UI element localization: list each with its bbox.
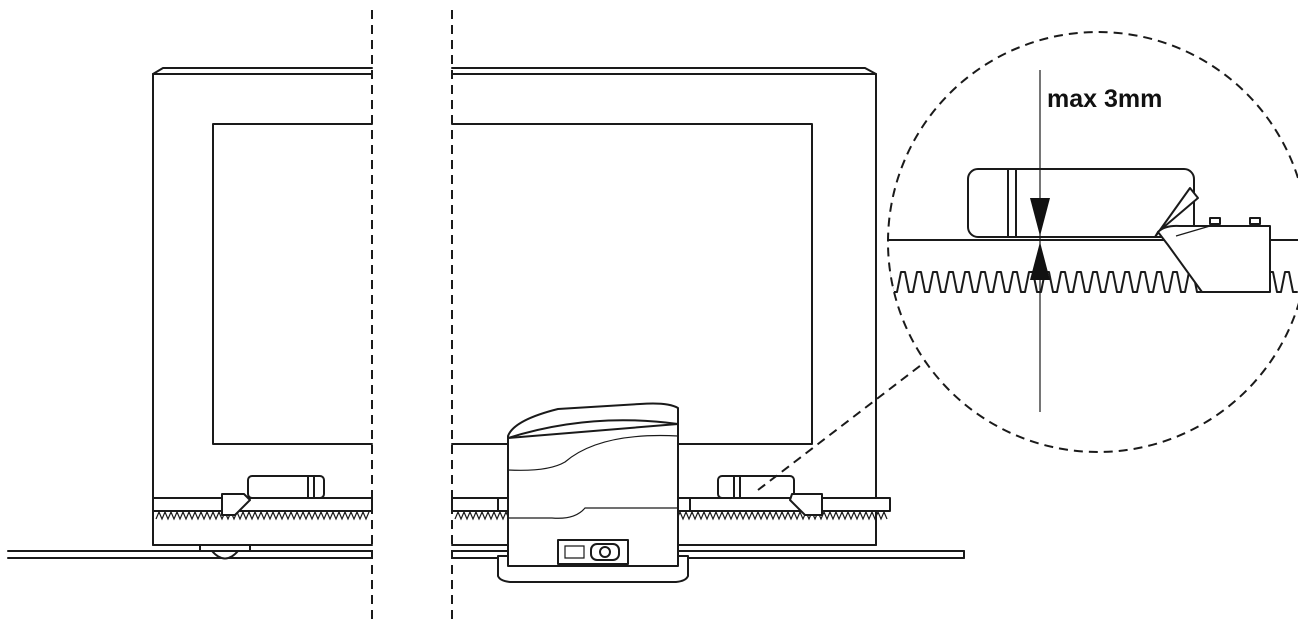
gate-left-panel [152, 67, 373, 546]
gap-dimension-arrows [1030, 198, 1050, 280]
ground-rail [7, 550, 965, 559]
detail-leader-line [757, 361, 926, 491]
limit-switch-cam-left [221, 475, 325, 516]
arrow-down-icon [1030, 198, 1050, 236]
arrow-up-icon [1030, 242, 1050, 280]
gap-label: max 3mm [1047, 85, 1162, 113]
gear-motor-unit [497, 402, 689, 583]
limit-switch-cam-right [717, 475, 823, 516]
guide-roller [199, 544, 251, 560]
magnifier-detail: max 3mm [887, 31, 1298, 453]
screw-heads [1209, 217, 1261, 226]
